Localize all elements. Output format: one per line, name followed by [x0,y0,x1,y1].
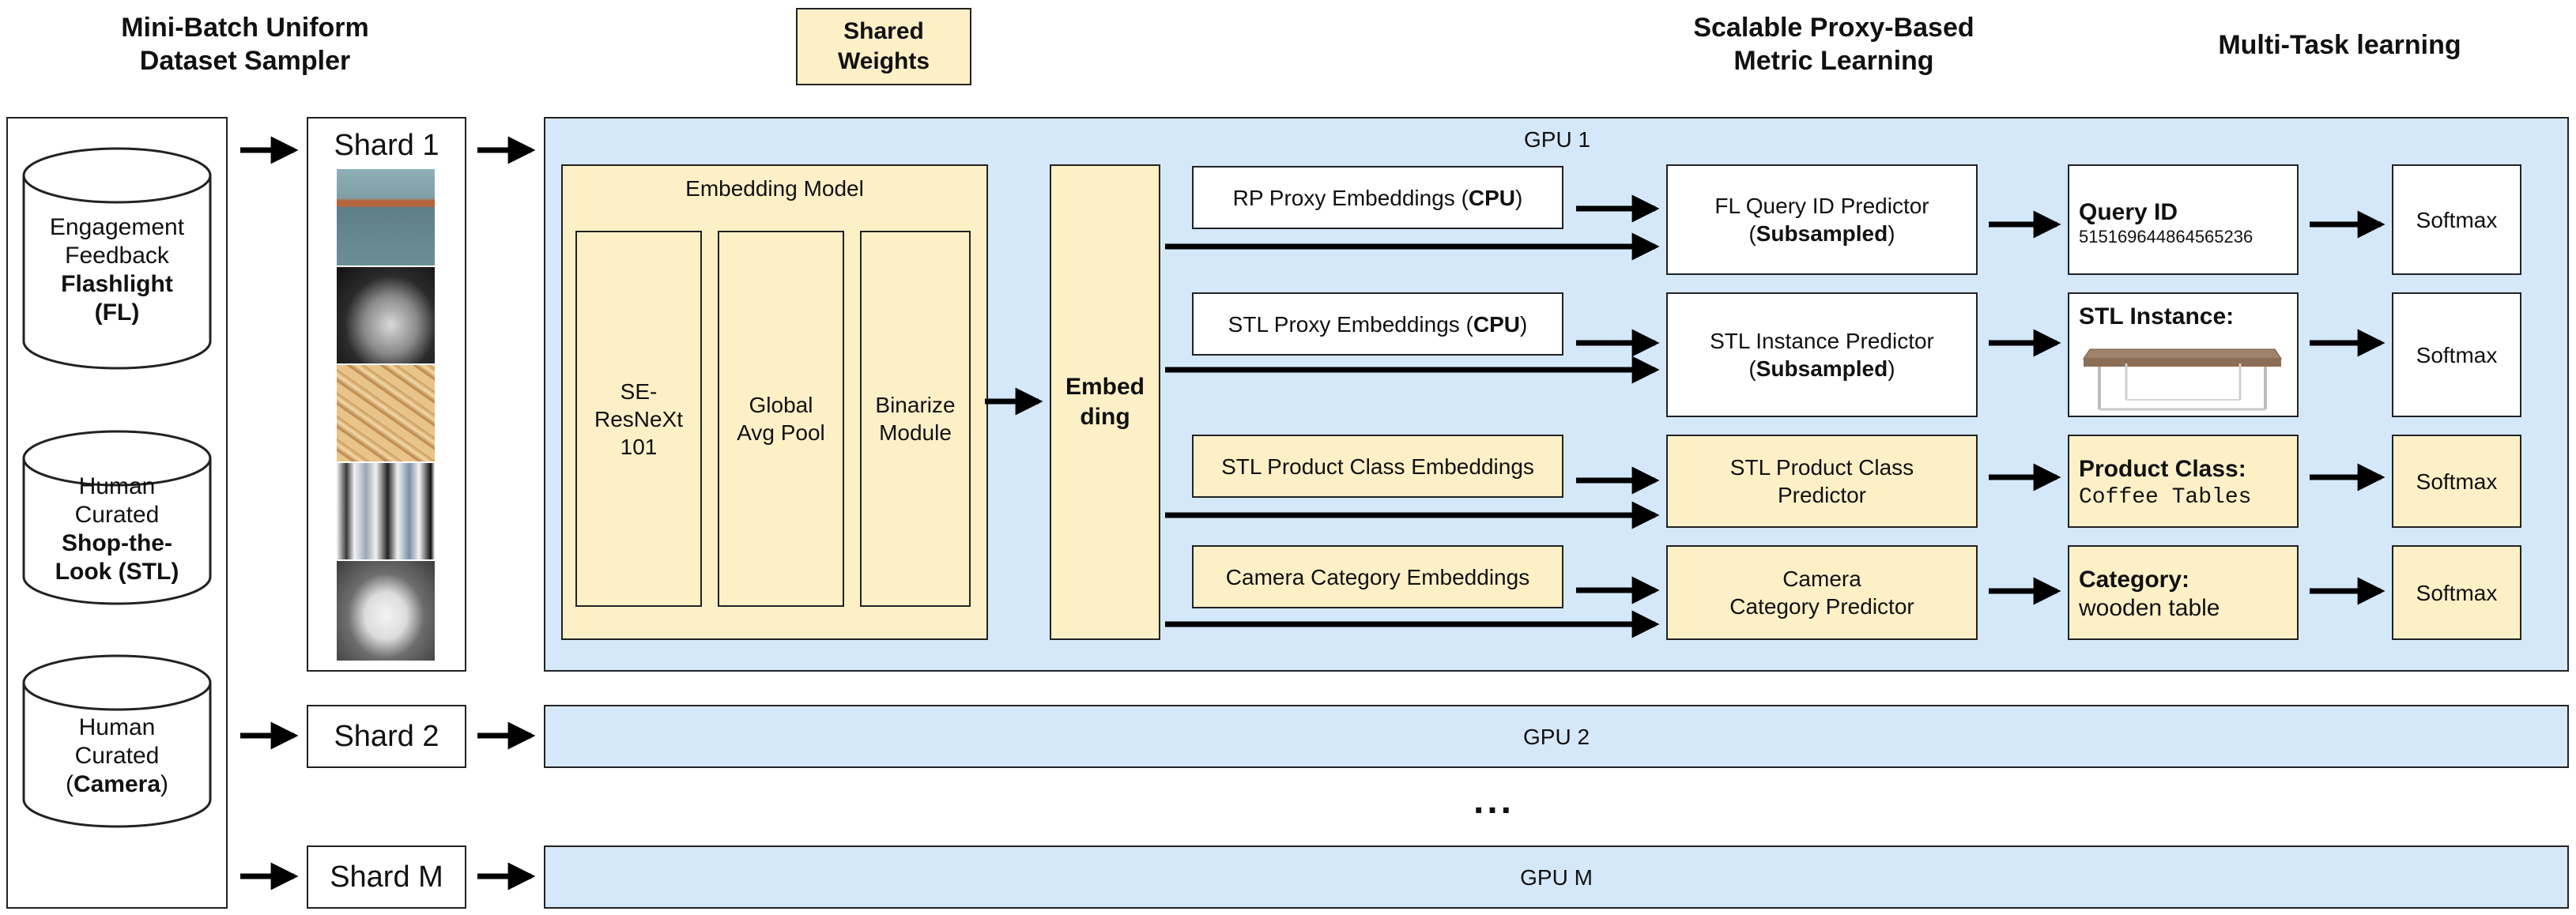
product-class-output: Product Class: Coffee Tables [2068,435,2299,528]
shard-1-label: Shard 1 [334,128,439,162]
proxy-to-predictor-arrows [1576,194,1660,604]
cylinder-camera [22,654,212,828]
stl-product-class-embeddings: STL Product Class Embeddings [1192,435,1563,498]
metric-learning-header: Scalable Proxy-Based Metric Learning [1644,11,2023,77]
softmax-category: Softmax [2392,545,2521,640]
shard-to-gpu-arrows [477,136,536,891]
softmax-stl-instance: Softmax [2392,292,2521,417]
rp-proxy-embeddings: RP Proxy Embeddings (CPU) [1192,166,1563,229]
category-output: Category: wooden table [2068,545,2299,640]
se-resnext-block: SE- ResNeXt 101 [575,231,702,607]
stl-instance-output: STL Instance: [2068,292,2299,417]
gpu-2-panel: GPU 2 [544,705,2569,768]
stl-proxy-embeddings: STL Proxy Embeddings (CPU) [1192,292,1563,356]
camera-category-embeddings: Camera Category Embeddings [1192,545,1563,608]
stl-instance-predictor: STL Instance Predictor (Subsampled) [1666,292,1978,417]
sampler-header: Mini-Batch Uniform Dataset Sampler [95,11,395,77]
query-id-output: Query ID 515169644864565236 [2068,164,2299,275]
shared-weights-box: Shared Weights [796,8,971,85]
embedding-to-predictor-arrows [1165,232,1660,638]
shard-2-box: Shard 2 [307,705,466,768]
binarize-module-block: Binarize Module [860,231,971,607]
shared-weights-line2: Weights [837,48,930,74]
cylinder-stl [22,430,212,605]
stl-product-class-predictor: STL Product Class Predictor [1666,435,1978,528]
sampler-header-line1: Mini-Batch Uniform [121,13,369,43]
camera-category-predictor: Camera Category Predictor [1666,545,1978,640]
global-avg-pool-block: Global Avg Pool [718,231,844,607]
output-to-softmax-arrows [2310,210,2386,605]
dataset-cylinders [22,147,212,828]
sample-image-sink [337,267,435,363]
query-id-value: 515169644864565236 [2079,227,2254,247]
sampler-to-shard-arrows [240,136,299,891]
product-class-label: Product Class: [2079,456,2246,482]
multitask-header: Multi-Task learning [2218,30,2461,60]
dataset-camera-label: Human Curated (Camera) [65,714,169,797]
stl-instance-label: STL Instance: [2079,303,2235,329]
sampler-header-line2: Dataset Sampler [139,46,351,76]
query-id-label: Query ID [2079,199,2178,225]
cylinder-fl [22,147,212,370]
gpu-m-panel: GPU M [544,845,2569,909]
embedding-model-title: Embedding Model [685,175,864,201]
softmax-product-class: Softmax [2392,435,2521,528]
sample-image-pasta [337,365,435,461]
softmax-query-id: Softmax [2392,164,2521,275]
metric-header-line1: Scalable Proxy-Based [1693,13,1974,43]
gpu-1-label: GPU 1 [1523,126,1591,152]
metric-header-line2: Metric Learning [1733,46,1934,76]
fl-query-id-predictor: FL Query ID Predictor (Subsampled) [1666,164,1978,275]
embedding-box: Embed ding [1050,164,1160,640]
dataset-stl-label: Human Curated Shop-the- Look (STL) [55,473,179,585]
shared-weights-line1: Shared [843,18,924,44]
category-value: wooden table [2079,595,2220,621]
category-label: Category: [2079,567,2190,593]
coffee-table-image [2083,348,2282,411]
sample-image-clothes [337,463,435,559]
dataset-fl-label: Engagement Feedback Flashlight (FL) [49,214,185,326]
product-class-value: Coffee Tables [2079,485,2252,510]
ellipsis: ... [1473,779,1514,822]
sample-image-person [337,561,435,661]
sample-image-table [337,169,435,265]
shard-m-box: Shard M [307,845,466,909]
predictor-to-output-arrows [1989,210,2061,605]
